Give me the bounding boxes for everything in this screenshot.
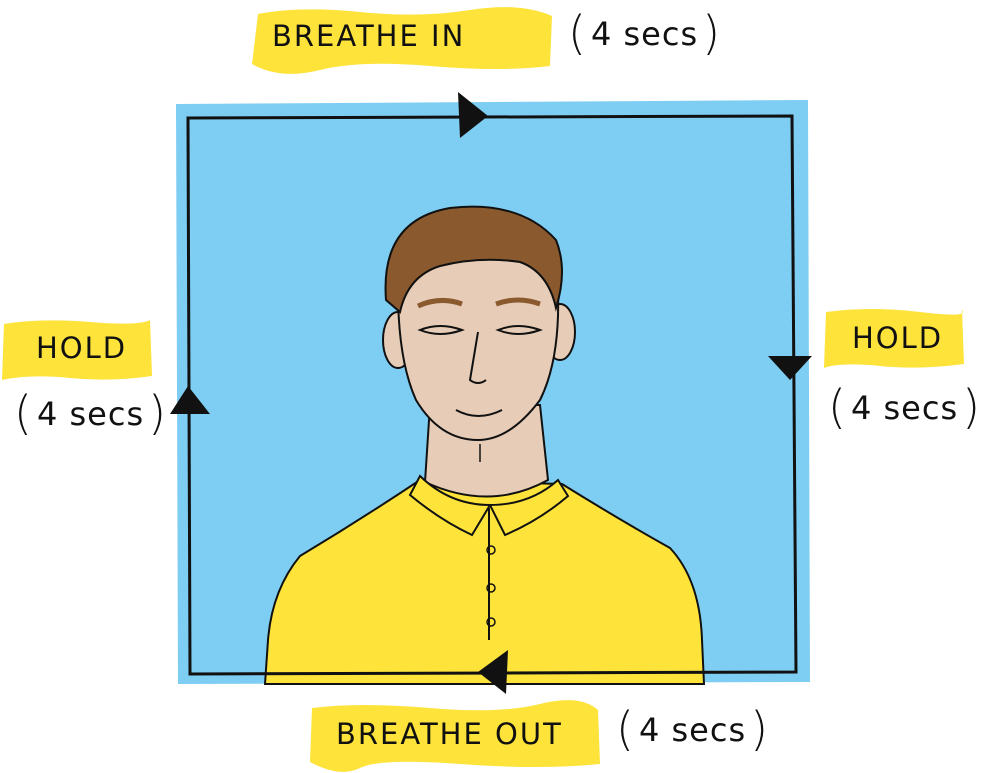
right-step-duration: (4 secs)	[828, 384, 981, 430]
bottom-step-action: BREATHE OUT	[336, 717, 563, 751]
left-step-label: HOLD	[36, 334, 127, 363]
left-step-action: HOLD	[36, 331, 127, 365]
left-step-duration: (4 secs)	[14, 390, 167, 436]
top-step-duration: (4 secs)	[568, 10, 721, 56]
bottom-step-label: BREATHE OUT	[336, 720, 563, 749]
right-step-label: HOLD	[852, 324, 943, 353]
top-step-action: BREATHE IN	[272, 19, 465, 53]
bottom-step-duration: (4 secs)	[616, 706, 769, 752]
right-step-action: HOLD	[852, 321, 943, 355]
top-step-label: BREATHE IN	[272, 22, 465, 51]
